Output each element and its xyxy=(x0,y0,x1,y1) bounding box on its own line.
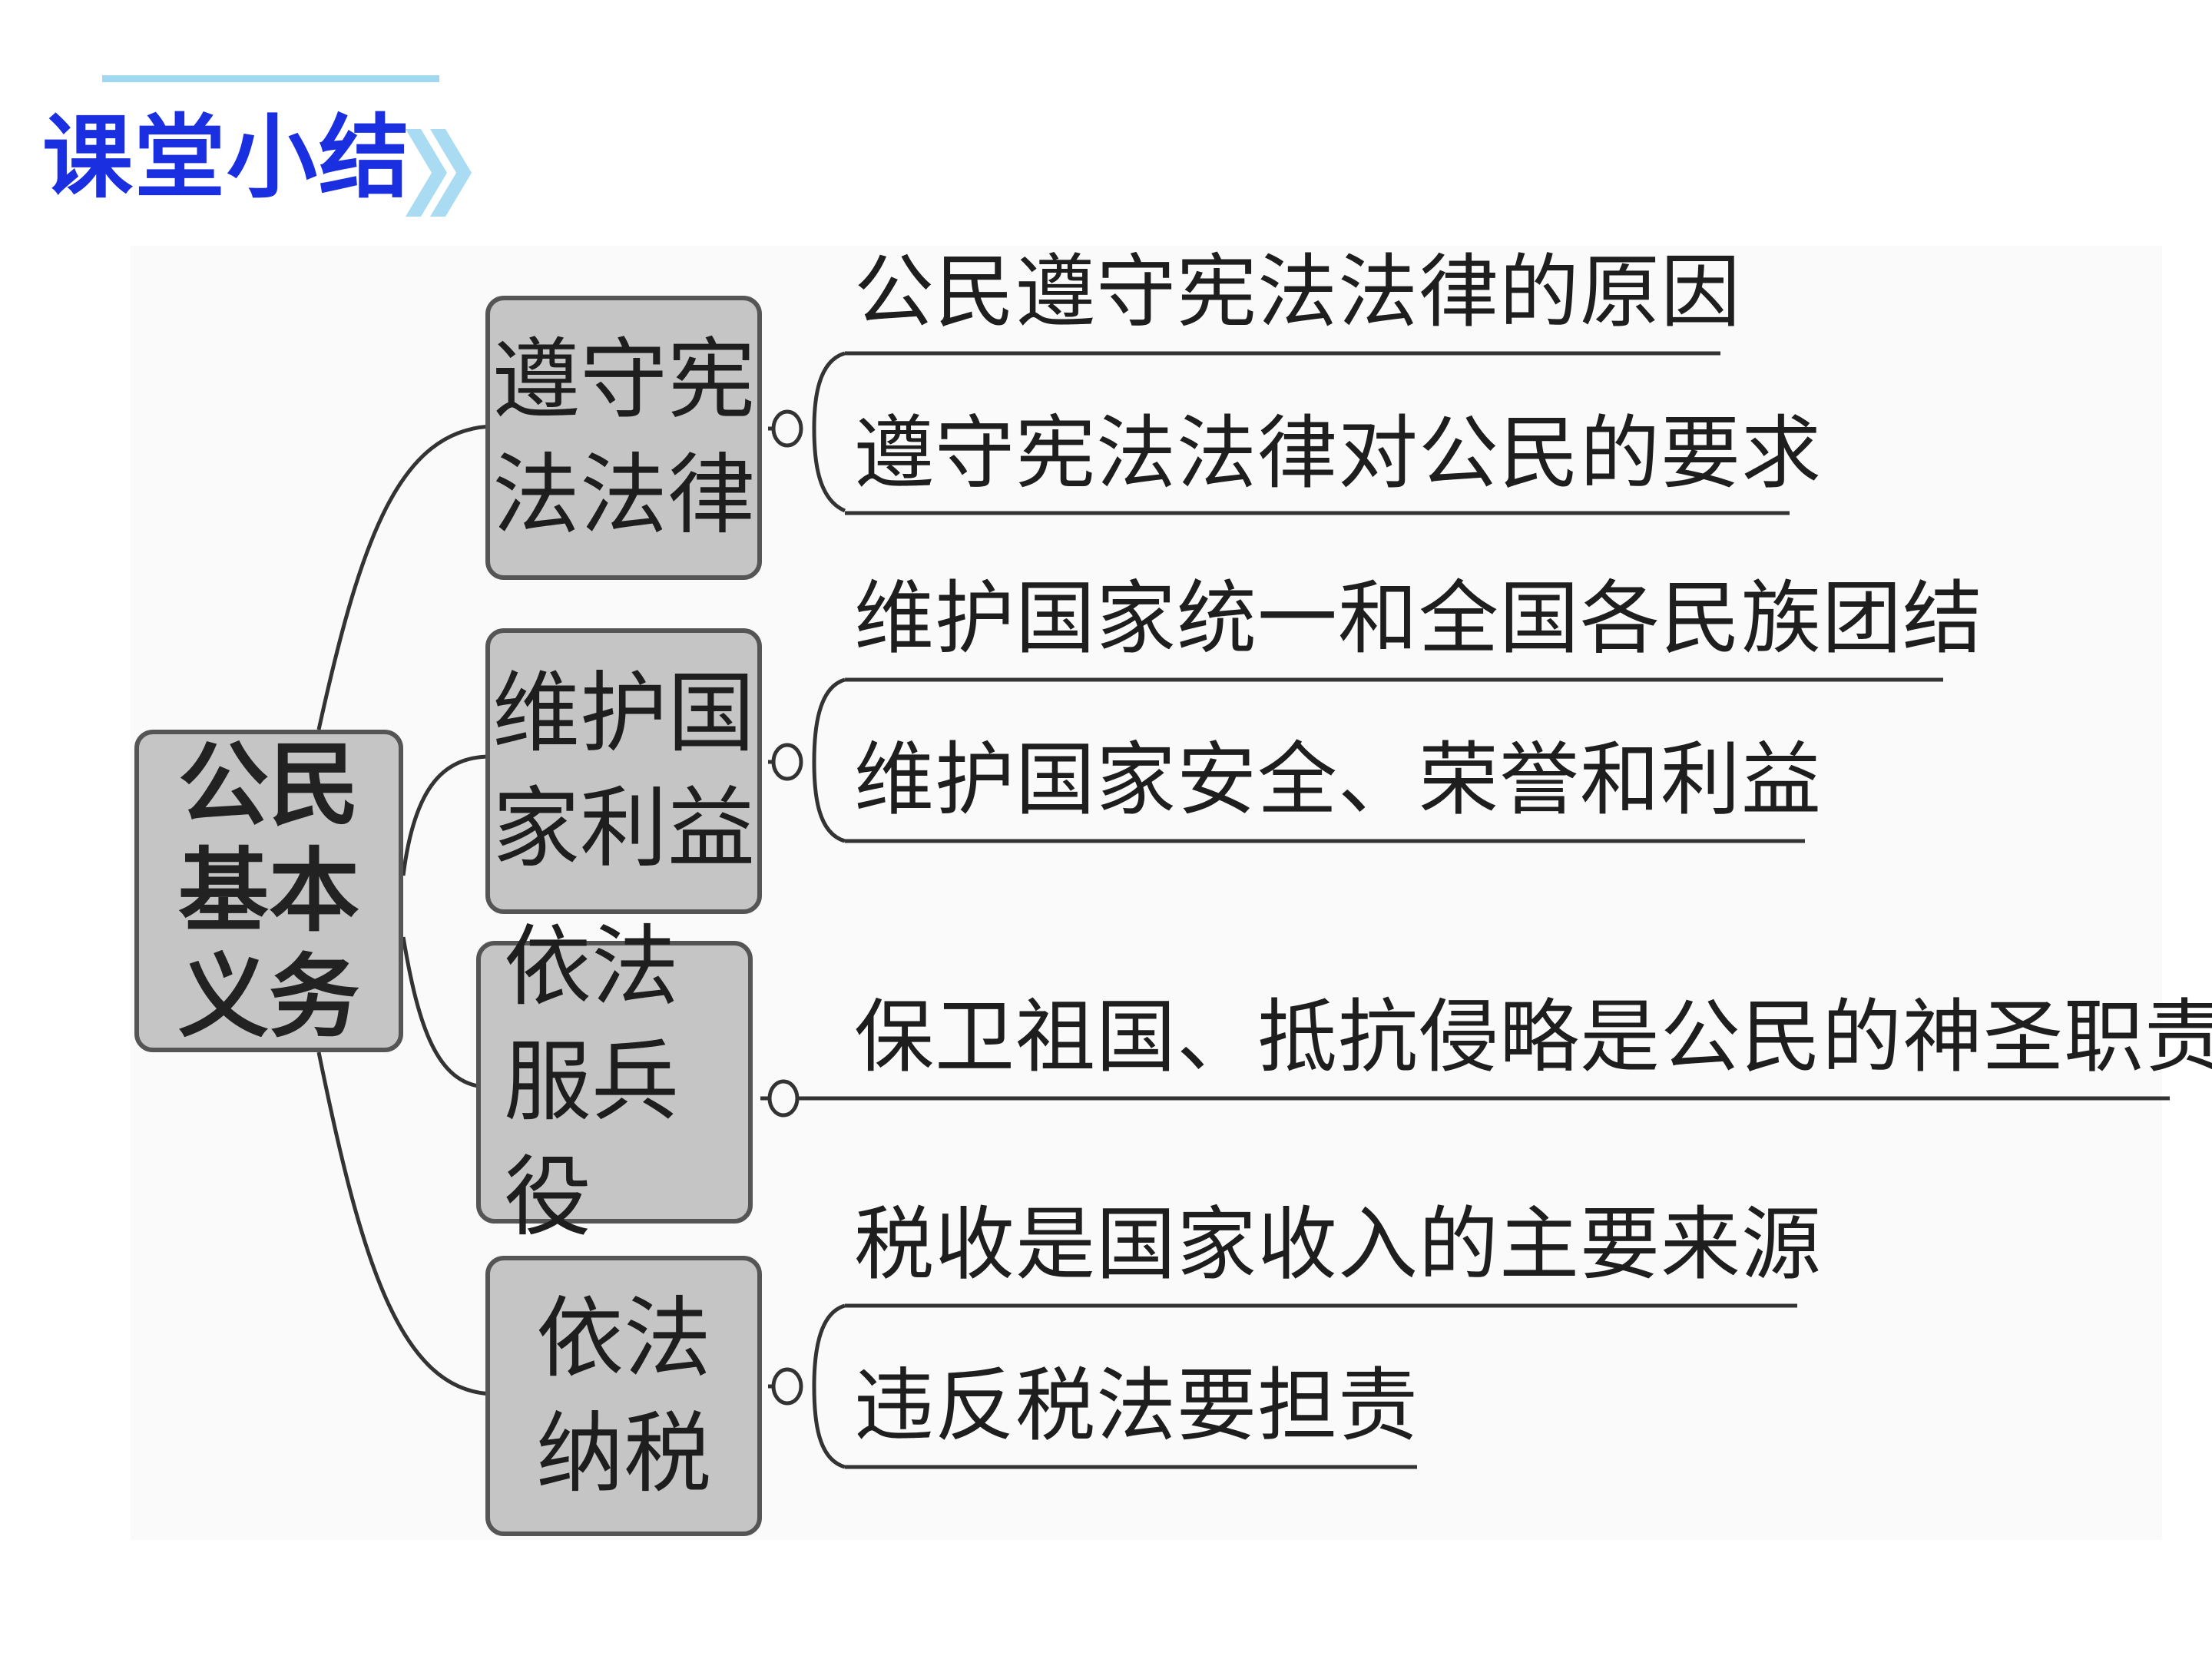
branch-node-2-label: 维护国家利益 xyxy=(492,662,755,879)
connector-root-branch-4 xyxy=(316,1051,492,1396)
collapse-node-2 xyxy=(771,743,803,781)
root-node: 公民基本义务 xyxy=(134,730,403,1052)
leaf-3-1: 保卫祖国、抵抗侵略是公民的神圣职责 xyxy=(854,990,2212,1084)
leaf-2-1: 维护国家统一和全国各民族团结 xyxy=(854,571,1984,665)
branch-node-2: 维护国家利益 xyxy=(485,628,762,914)
slide-title: 课堂小结 xyxy=(42,104,412,210)
leaf-4-2: 违反税法要担责 xyxy=(854,1359,1419,1452)
connector-branch-1-fork xyxy=(812,351,846,513)
double-chevron-icon xyxy=(406,129,472,217)
branch-node-1: 遵守宪法法律 xyxy=(485,296,762,580)
leaf-1-2: 遵守宪法法律对公民的要求 xyxy=(854,406,1823,500)
branch-node-4-label: 依法纳税 xyxy=(535,1286,711,1505)
connector-root-branch-1 xyxy=(316,424,492,730)
mind-map-area xyxy=(131,246,2162,1540)
collapse-node-3 xyxy=(767,1079,800,1118)
leaf-2-2: 维护国家安全、荣誉和利益 xyxy=(854,733,1823,826)
collapse-node-1 xyxy=(771,409,803,448)
collapse-node-4 xyxy=(771,1367,803,1406)
branch-node-3: 依法服兵役 xyxy=(476,916,753,1248)
connector-root-branch-2 xyxy=(401,754,492,876)
connector-branch-2-fork xyxy=(812,677,846,843)
branch-node-1-label: 遵守宪法法律 xyxy=(492,329,755,546)
connector-root-branch-3 xyxy=(401,936,485,1089)
leaf-1-1: 公民遵守宪法法律的原因 xyxy=(854,245,1742,339)
branch-node-4: 依法纳税 xyxy=(485,1256,762,1536)
leaf-4-1: 税收是国家收入的主要来源 xyxy=(854,1197,1823,1291)
branch-node-3-label: 依法服兵役 xyxy=(504,916,680,1248)
title-accent-line xyxy=(102,75,439,82)
root-node-label: 公民基本义务 xyxy=(177,732,359,1050)
connector-branch-4-fork xyxy=(812,1303,846,1469)
